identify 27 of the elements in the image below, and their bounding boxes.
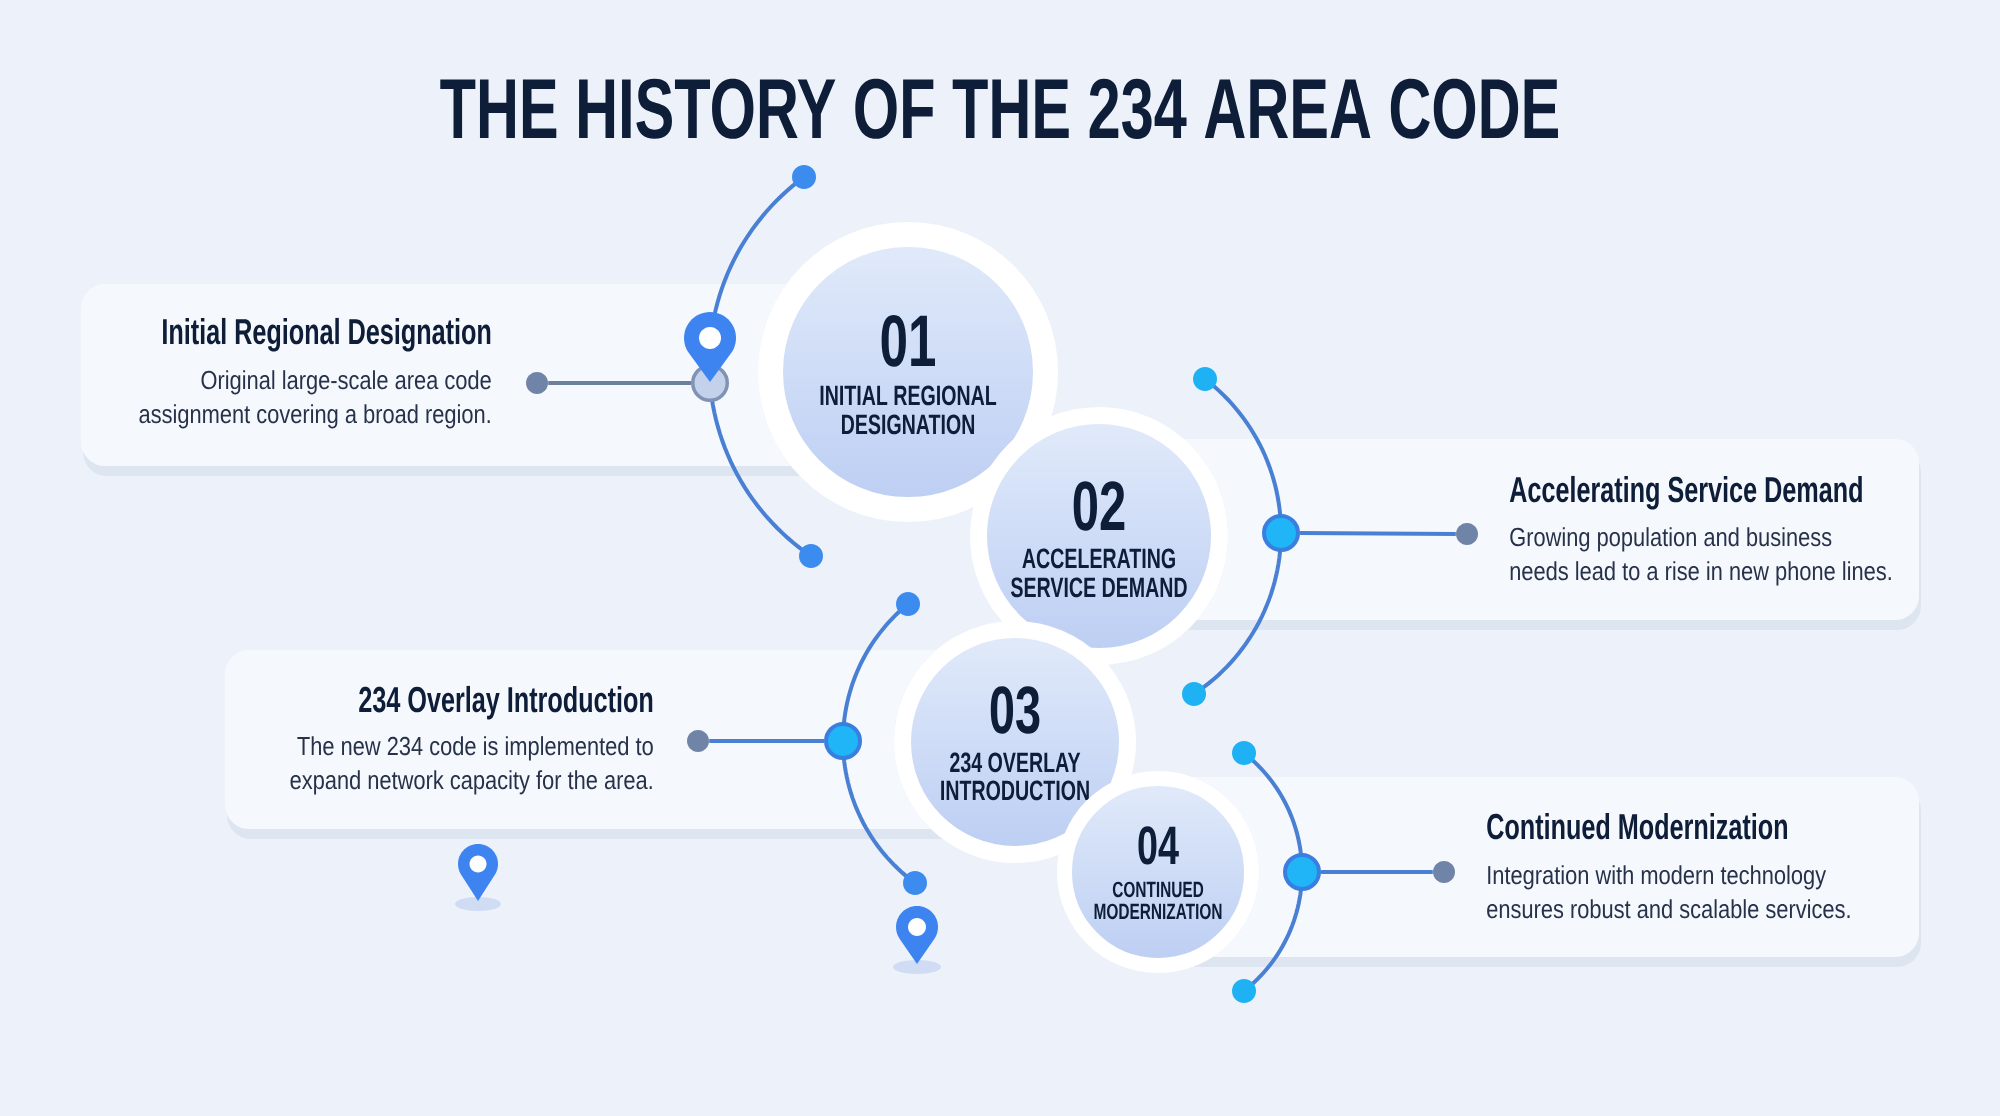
card-description: Integration with modern technology ensures robust and scalable services. [1487,865,1850,919]
step-title: 234 OVERLAY INTRODUCTION [941,752,1089,801]
card-heading: Initial Regional Designation [163,317,491,352]
connector-line [1321,870,1433,874]
connector-line [548,381,691,385]
step-number: 02 [1073,481,1125,531]
connector-dot [1456,523,1478,545]
card-heading: Accelerating Service Demand [1509,475,1862,510]
card-heading: Continued Modernization [1487,812,1787,840]
connector-line [709,739,824,743]
card-description: Original large-scale area code assignment covering a broad region. [139,370,491,429]
connector-dot [687,730,709,752]
step-number: 03 [990,686,1040,734]
connector-line [1300,531,1456,536]
card-description: The new 234 code is implemented to expand network capacity for the area. [290,736,653,795]
step-number: 01 [881,315,935,367]
step-title: CONTINUED MODERNIZATION [1094,881,1222,920]
step-title: ACCELERATING SERVICE DEMAND [1011,548,1187,598]
connector-dot [1433,861,1455,883]
info-card [225,650,943,839]
card-description: Growing population and business needs lead to a rise in new phone lines. [1510,527,1891,586]
info-card [81,284,800,476]
title: THE HISTORY OF THE 234 AREA CODE [440,78,1558,139]
step-title: INITIAL REGIONAL DESIGNATION [820,385,997,435]
step-number: 04 [1138,826,1179,865]
connector-dot [526,372,548,394]
card-heading: 234 Overlay Introduction [359,685,653,720]
